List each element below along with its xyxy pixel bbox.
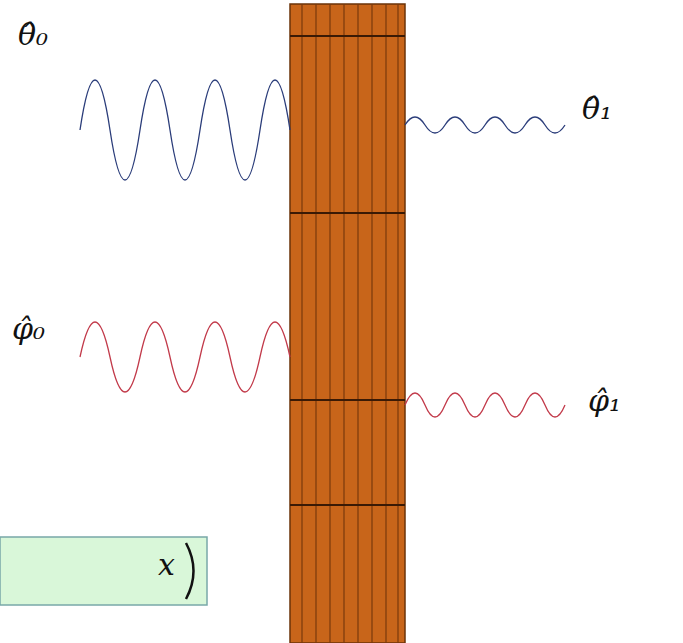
variable-symbol: x	[158, 548, 175, 581]
wall-joints	[290, 36, 405, 505]
transmitted-wave-phi	[405, 393, 565, 417]
incident-wave-phi	[80, 322, 290, 392]
wall-layers	[302, 4, 398, 643]
wall-slab	[290, 4, 405, 643]
wave-label: θ̂₁	[582, 92, 612, 125]
transmitted-wave-theta	[405, 117, 565, 133]
wave-label: φ̂₀	[12, 312, 45, 345]
wave-label: φ̂₁	[588, 384, 621, 417]
formula-box	[0, 537, 207, 605]
wave-label: θ̂₀	[18, 18, 48, 51]
incident-wave-theta	[80, 80, 290, 180]
parenthesis	[186, 543, 194, 599]
